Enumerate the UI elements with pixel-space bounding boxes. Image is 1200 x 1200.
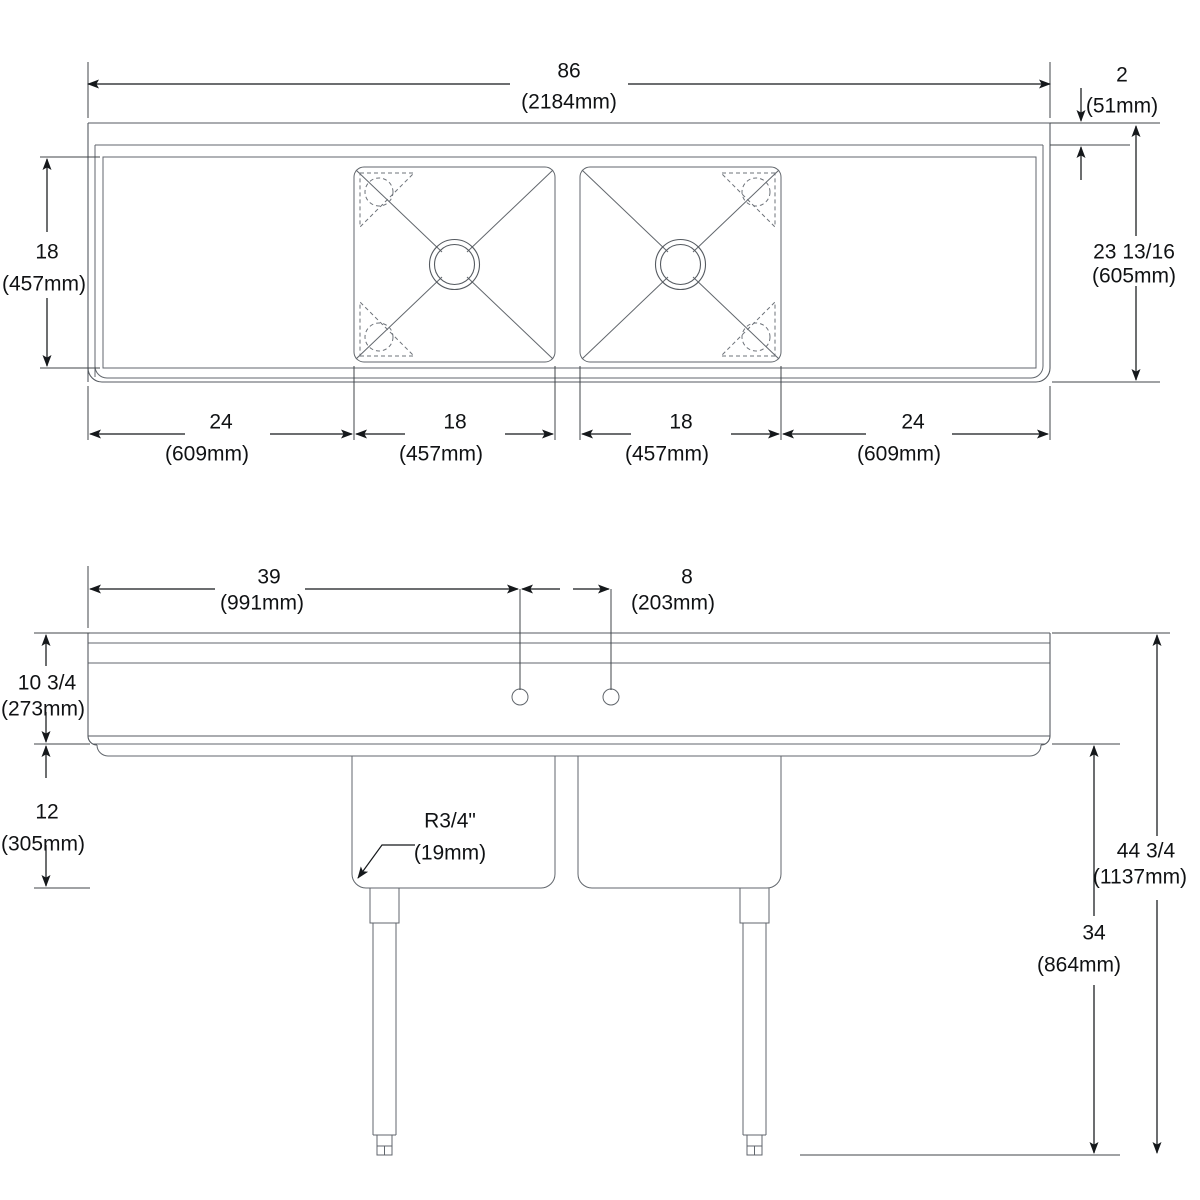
dim-left-bowl-metric: (457mm) [399,443,483,466]
dim-backsplash-height-metric: (273mm) [1,698,85,721]
dim-left-drainboard-imperial: 24 [209,411,233,434]
dim-backsplash-height-imperial: 10 3/4 [18,672,77,695]
dim-corner-radius-metric: (19mm) [414,842,486,865]
dim-right-drainboard-metric: (609mm) [857,443,941,466]
dim-bowl-depth-imperial: 18 [35,241,58,264]
dim-faucet-offset-metric: (991mm) [220,592,304,615]
dim-overall-depth-imperial: 23 13/16 [1093,241,1175,264]
dim-right-bowl-metric: (457mm) [625,443,709,466]
dim-left-bowl-imperial: 18 [443,411,466,434]
dim-bowl-depth-metric: (457mm) [2,273,86,296]
dim-overall-height-metric: (1137mm) [1093,866,1187,889]
dim-rear-ledge-metric: (51mm) [1086,95,1158,118]
dim-front-bowl-depth-metric: (305mm) [1,833,85,856]
left-leg [369,888,400,1156]
dim-overall-depth-metric: (605mm) [1092,265,1176,288]
right-leg [739,888,770,1156]
front-elevation-geometry [88,633,1050,1156]
right-bowl-plan [579,166,782,363]
dim-faucet-spacing-metric: (203mm) [631,592,715,615]
dim-corner-radius-imperial: R3/4" [424,810,476,833]
dim-rear-ledge-imperial: 2 [1116,64,1128,87]
dim-front-bowl-depth-imperial: 12 [35,801,58,824]
plan-view-dimensions [40,62,1160,440]
dim-overall-length-imperial: 86 [557,60,580,83]
dim-overall-height-imperial: 44 3/4 [1117,840,1176,863]
dimension-labels: 86 (2184mm) 2 (51mm) 23 13/16 (605mm) 18… [1,60,1187,977]
dim-left-drainboard-metric: (609mm) [165,443,249,466]
dim-right-bowl-imperial: 18 [669,411,692,434]
dim-overall-length-metric: (2184mm) [521,91,617,114]
dim-work-height-metric: (864mm) [1037,954,1121,977]
dim-right-drainboard-imperial: 24 [901,411,925,434]
dim-faucet-offset-imperial: 39 [257,566,280,589]
dim-faucet-spacing-imperial: 8 [681,566,693,589]
plan-view-geometry [88,123,1050,382]
dim-work-height-imperial: 34 [1082,922,1106,945]
front-elevation-dimensions [34,566,1170,1156]
left-bowl-plan [353,166,556,363]
